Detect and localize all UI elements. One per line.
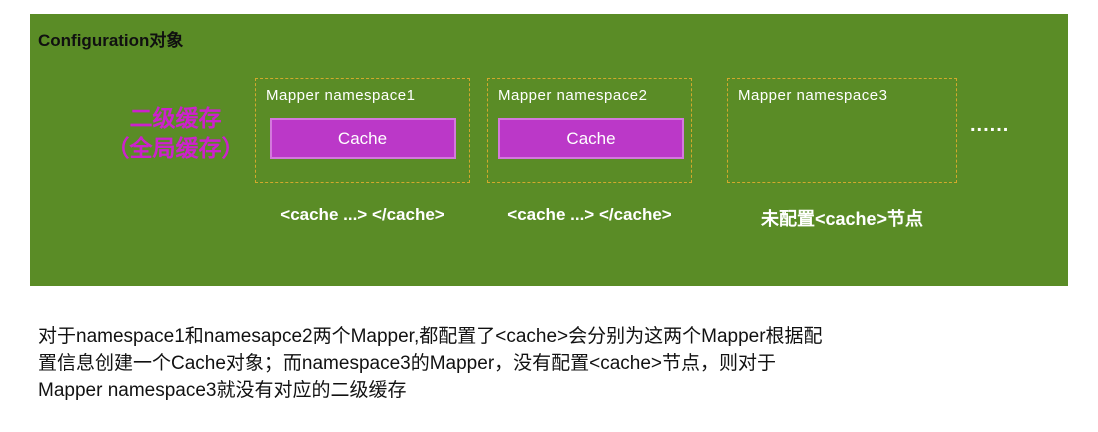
mapper-column-namespace3: Mapper namespace3 未配置<cache>节点 xyxy=(727,78,957,231)
mapper-label-namespace3: Mapper namespace3 xyxy=(738,87,888,104)
mapper-box-namespace1: Mapper namespace1 Cache xyxy=(255,78,470,183)
caption: 对于namespace1和namesapce2两个Mapper,都配置了<cac… xyxy=(38,324,1078,405)
caption-line2: 置信息创建一个Cache对象；而namespace3的Mapper，没有配置<c… xyxy=(38,352,777,374)
side-label-line2: （全局缓存） xyxy=(106,134,245,161)
cache-box-namespace1: Cache xyxy=(269,118,456,159)
side-label-line1: 二级缓存 xyxy=(129,105,222,131)
side-label: 二级缓存 （全局缓存） xyxy=(68,104,283,164)
mapper-row: Mapper namespace1 Cache <cache ...> </ca… xyxy=(255,78,957,231)
cache-box-namespace2: Cache xyxy=(498,118,684,159)
caption-line3: Mapper namespace3就没有对应的二级缓存 xyxy=(38,379,407,401)
panel-title: Configuration对象 xyxy=(38,31,184,50)
mapper-box-namespace2: Mapper namespace2 Cache xyxy=(487,78,692,183)
cache-note-namespace2: <cache ...> </cache> xyxy=(507,205,672,224)
cache-note-namespace3: 未配置<cache>节点 xyxy=(760,209,924,229)
caption-line1: 对于namespace1和namesapce2两个Mapper,都配置了<cac… xyxy=(38,326,823,347)
cache-note-namespace1: <cache ...> </cache> xyxy=(280,205,445,224)
mapper-box-namespace3: Mapper namespace3 xyxy=(727,78,957,183)
configuration-panel: Configuration对象 二级缓存 （全局缓存） Mapper names… xyxy=(30,14,1068,286)
mapper-column-namespace2: Mapper namespace2 Cache <cache ...> </ca… xyxy=(487,78,692,225)
mapper-label-namespace2: Mapper namespace2 xyxy=(498,87,648,104)
mapper-label-namespace1: Mapper namespace1 xyxy=(266,87,416,104)
ellipsis: ...... xyxy=(970,114,1010,136)
mapper-column-namespace1: Mapper namespace1 Cache <cache ...> </ca… xyxy=(255,78,470,225)
